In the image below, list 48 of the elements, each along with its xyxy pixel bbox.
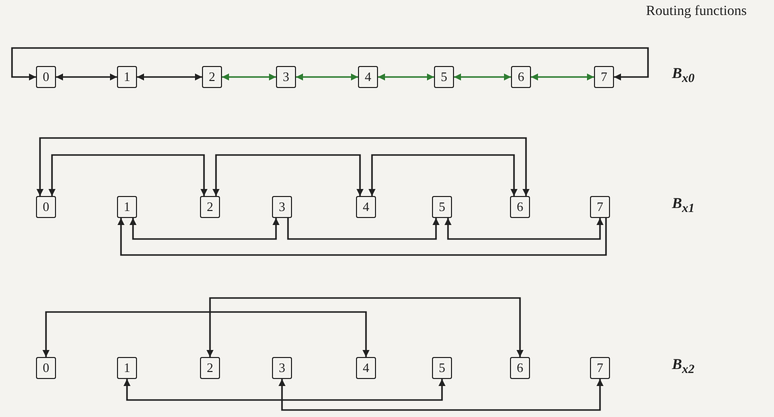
arrow (368, 154, 518, 196)
node-box: 2 (200, 196, 220, 218)
node-box: 0 (36, 196, 56, 218)
arrow (137, 74, 202, 80)
arrow (130, 218, 280, 240)
arrow (378, 74, 434, 80)
node-box: 0 (36, 357, 56, 379)
node-box: 7 (590, 357, 610, 379)
arrow (42, 311, 370, 357)
heading-label: Routing functions (646, 4, 747, 20)
node-box: 5 (432, 357, 452, 379)
arrow (36, 137, 530, 196)
arrow (118, 218, 607, 256)
arrow (296, 74, 358, 80)
node-box: 4 (358, 66, 378, 88)
arrow (531, 74, 594, 80)
node-box: 6 (510, 196, 530, 218)
node-box: 4 (356, 196, 376, 218)
node-box: 0 (36, 66, 56, 88)
node-box: 5 (434, 66, 454, 88)
node-box: 2 (202, 66, 222, 88)
node-box: 1 (117, 357, 137, 379)
arrow (444, 218, 604, 240)
arrow (454, 74, 511, 80)
node-box: 4 (356, 357, 376, 379)
node-box: 5 (432, 196, 452, 218)
node-box: 1 (117, 66, 137, 88)
function-label: B$_{x1}$ (672, 196, 695, 216)
node-box: 6 (510, 357, 530, 379)
node-box: 6 (511, 66, 531, 88)
node-box: 7 (594, 66, 614, 88)
function-label: B$_{x2}$ (672, 357, 695, 377)
arrow (287, 218, 440, 240)
arrow (212, 154, 364, 196)
node-box: 1 (117, 196, 137, 218)
function-label: B$_{x0}$ (672, 66, 695, 86)
arrow (48, 154, 208, 196)
node-box: 3 (272, 357, 292, 379)
arrow (278, 379, 604, 411)
arrow (56, 74, 117, 80)
node-box: 3 (272, 196, 292, 218)
node-box: 3 (276, 66, 296, 88)
arrow (206, 297, 524, 357)
arrow (222, 74, 276, 80)
arrow (124, 379, 446, 401)
node-box: 7 (590, 196, 610, 218)
arrow (11, 47, 649, 80)
node-box: 2 (200, 357, 220, 379)
